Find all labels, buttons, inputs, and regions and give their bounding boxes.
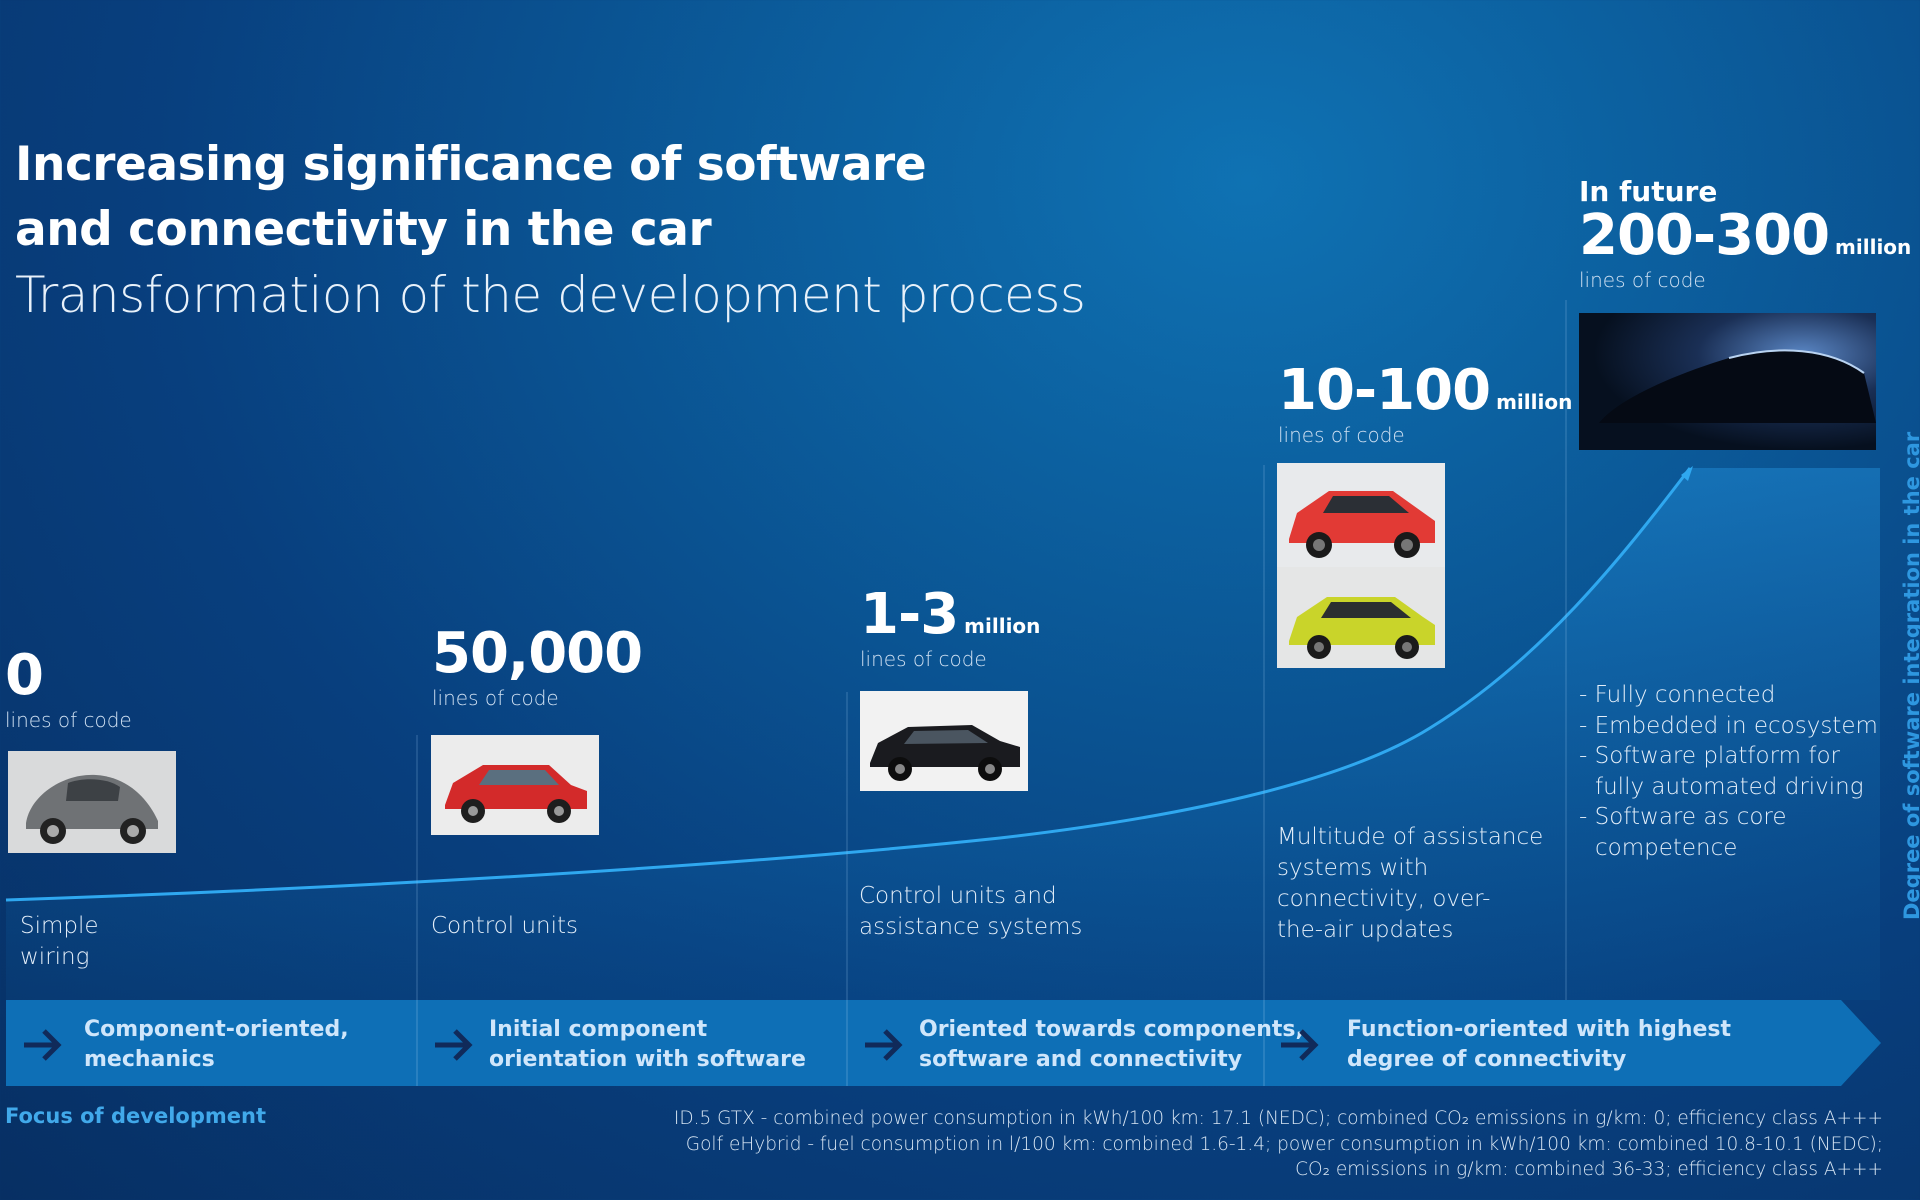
page-title: Increasing significance of software and …	[15, 132, 927, 262]
arrow-right-icon	[24, 1029, 62, 1061]
focus-band	[6, 1000, 1881, 1086]
page-subtitle: Transformation of the development proces…	[15, 266, 1086, 324]
id5-gtx-car-image	[1277, 463, 1445, 567]
stage-unit: million	[1835, 235, 1912, 259]
curve-area	[6, 468, 1880, 1000]
bullet-item: Embedded in ecosystem	[1579, 711, 1878, 742]
stage-0-header: 0 lines of code	[5, 643, 132, 733]
arrow-right-icon	[435, 1029, 473, 1061]
stage-lines-label: lines of code	[1579, 268, 1706, 292]
stage-lines-label: lines of code	[1278, 423, 1405, 447]
stage-value: 10-100	[1278, 358, 1491, 423]
stage-lines-label: lines of code	[860, 647, 987, 671]
title-line-2: and connectivity in the car	[15, 202, 712, 257]
focus-step-label: Oriented towards components,software and…	[919, 1017, 1304, 1072]
stage-unit: million	[964, 614, 1041, 638]
passat-car-image	[860, 691, 1028, 791]
future-car-silhouette-image	[1579, 313, 1876, 450]
stage-value: 1-3	[860, 582, 959, 647]
vertical-axis-label: Degree of software integration in the ca…	[1900, 431, 1920, 920]
focus-of-development-label: Focus of development	[5, 1104, 266, 1128]
title-line-1: Increasing significance of software	[15, 137, 927, 192]
footnote-line: CO₂ emissions in g/km: combined 36-33; e…	[1295, 1159, 1883, 1180]
focus-step-2: Oriented towards components,software and…	[861, 1015, 1304, 1075]
curve-arrowhead	[1681, 466, 1693, 481]
stage-lines-label: lines of code	[5, 708, 132, 732]
focus-step-0: Component-oriented,mechanics	[20, 1015, 349, 1075]
in-future-label: In future	[1579, 175, 1718, 208]
stage-3-description: Multitude of assistance systems with con…	[1277, 824, 1544, 943]
stage-value: 0	[5, 643, 44, 708]
stage-1-description: Control units	[431, 913, 578, 939]
beetle-car-image	[8, 751, 176, 853]
curve-line	[5, 467, 1692, 902]
stage-1-header: 50,000 lines of code	[432, 621, 643, 711]
footnote-line: Golf eHybrid - fuel consumption in l/100…	[685, 1133, 1883, 1155]
stage-2-description: Control units and assistance systems	[859, 883, 1083, 940]
bullet-item: Fully connected	[1579, 680, 1878, 711]
footnote-line: ID.5 GTX - combined power consumption in…	[673, 1108, 1883, 1129]
focus-step-label: Component-oriented,mechanics	[84, 1017, 349, 1072]
stage-lines-label: lines of code	[432, 686, 559, 710]
golf-mk2-car-image	[431, 735, 599, 835]
future-bullet-list: Fully connected Embedded in ecosystem So…	[1579, 680, 1878, 863]
arrow-right-icon	[1281, 1029, 1319, 1061]
footnote: ID.5 GTX - combined power consumption in…	[674, 1106, 1883, 1183]
golf-ehybrid-car-image	[1277, 567, 1445, 668]
stage-value: 50,000	[432, 621, 643, 686]
stage-0-description: Simple wiring	[20, 913, 99, 970]
stage-value: 200-300	[1579, 203, 1830, 268]
arrow-right-icon	[865, 1029, 903, 1061]
stage-unit: million	[1496, 390, 1573, 414]
